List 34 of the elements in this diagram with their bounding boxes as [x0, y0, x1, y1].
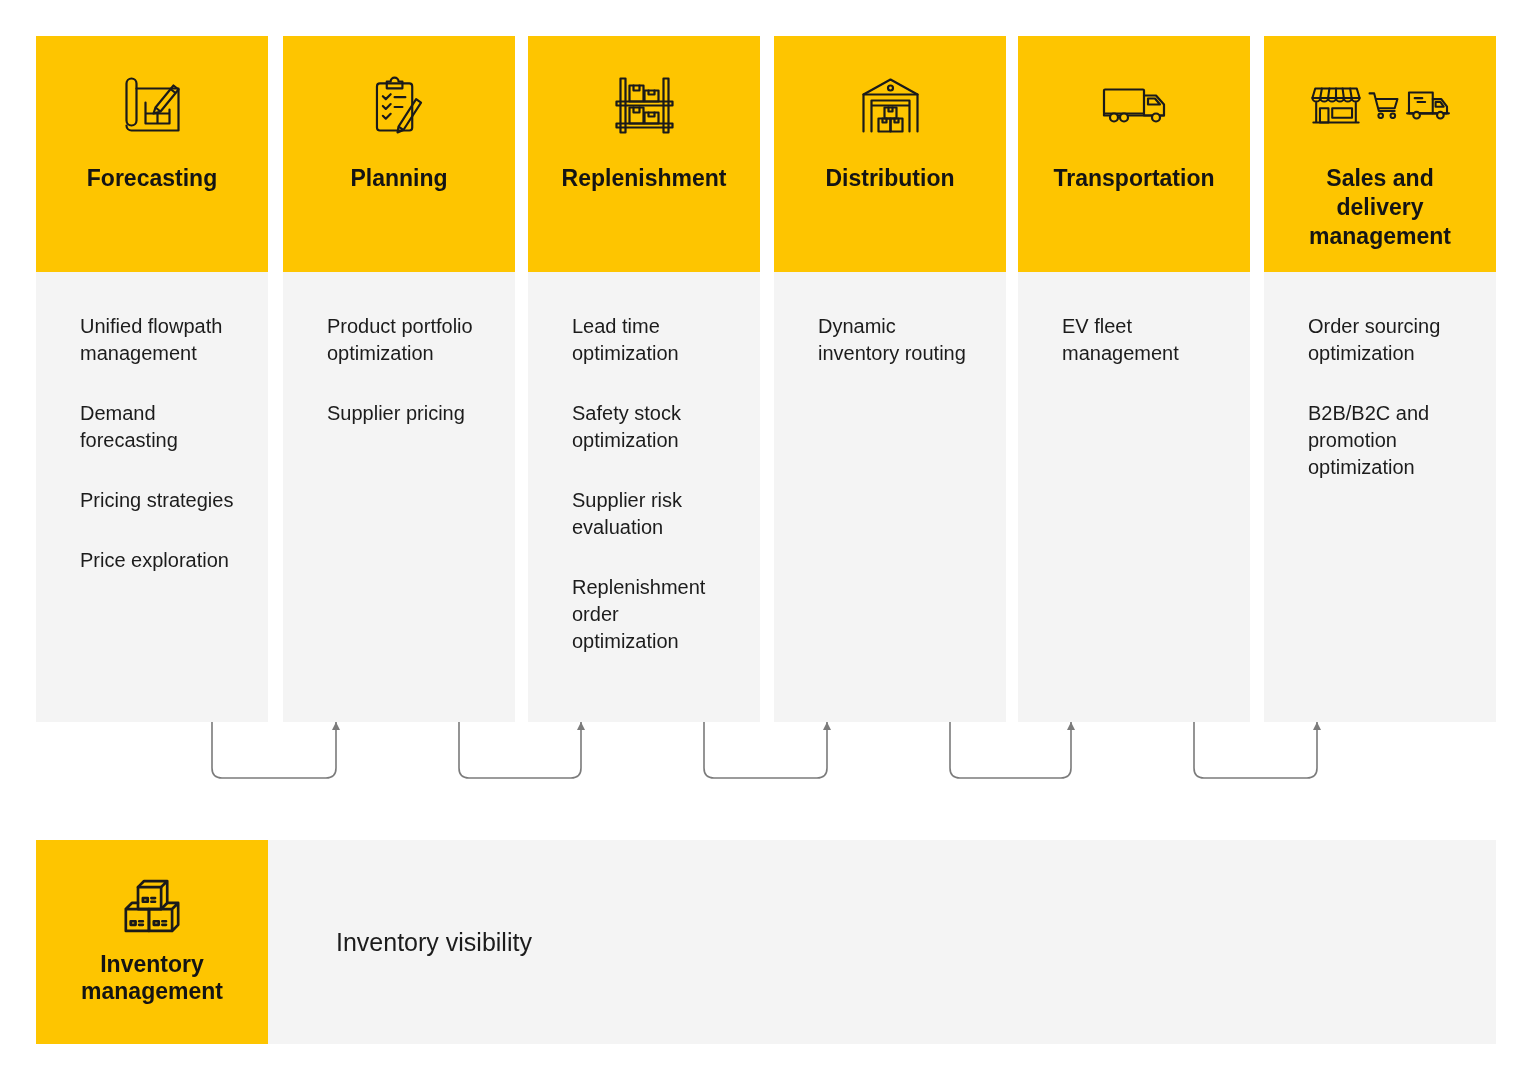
- stage-title: Transportation: [1053, 165, 1215, 191]
- capability-text: Supplier risk evaluation: [572, 489, 683, 538]
- stage-title: Inventory management: [81, 951, 223, 1004]
- capability-text: Unified flowpath management: [80, 315, 223, 364]
- connector-arrow: [1193, 721, 1321, 779]
- capability-text: Dynamic inventory routing: [818, 315, 966, 364]
- connector-arrow: [458, 721, 585, 779]
- capability-text: EV fleet management: [1062, 315, 1179, 364]
- stage-title: Forecasting: [86, 165, 218, 191]
- column-card: [36, 36, 268, 722]
- capability-text: Order sourcing optimization: [1308, 315, 1441, 364]
- stage-title: Planning: [350, 165, 448, 191]
- stage-title: Distribution: [825, 165, 955, 191]
- capability-text: Lead time optimization: [572, 315, 679, 364]
- capability-text: Price exploration: [80, 549, 229, 571]
- stage-title: Replenishment: [561, 165, 727, 191]
- capability-text: Product portfolio optimization: [327, 315, 473, 364]
- connector-arrow: [211, 721, 340, 779]
- capability-text: Pricing strategies: [80, 489, 234, 511]
- capability-text: Safety stock optimization: [572, 402, 681, 451]
- connector-arrow: [949, 721, 1075, 779]
- column-card: [1018, 36, 1250, 722]
- column-card: [283, 36, 515, 722]
- column-card: [1264, 36, 1496, 722]
- connector-arrow: [703, 721, 831, 779]
- capability-text: Replenishment order optimization: [572, 576, 706, 652]
- capability-text: Demand forecasting: [80, 402, 178, 451]
- column-card: [528, 36, 760, 722]
- capability-text: Inventory visibility: [336, 928, 532, 956]
- capability-text: Supplier pricing: [327, 402, 465, 424]
- inventory-band: [36, 840, 1496, 1044]
- stage-title: Sales and delivery management: [1309, 165, 1451, 249]
- capability-text: B2B/B2C and promotion optimization: [1308, 402, 1430, 478]
- column-card: [774, 36, 1006, 722]
